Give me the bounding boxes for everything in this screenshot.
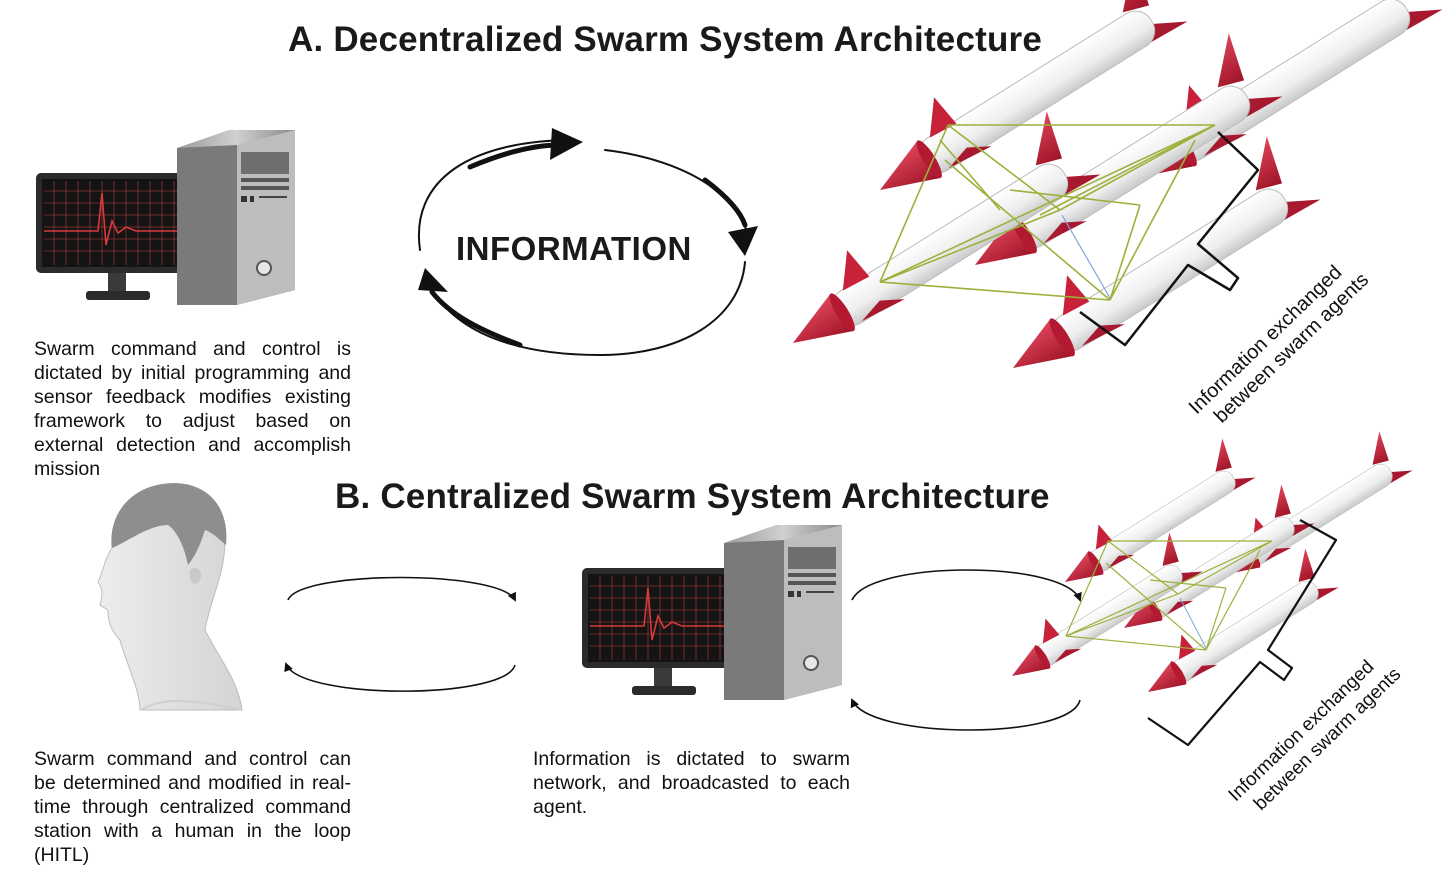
swarm-link-blue-a <box>1061 214 1111 299</box>
arrow-human-to-station <box>287 576 516 602</box>
monitor-a <box>35 172 202 301</box>
missile-swarm-b <box>991 427 1414 704</box>
section-a-title: A. Decentralized Swarm System Architectu… <box>288 20 1043 59</box>
tower-pc-b <box>723 524 843 701</box>
arrowhead-top <box>550 128 583 160</box>
human-head-profile <box>97 483 243 711</box>
monitor-b <box>581 567 748 696</box>
bracket-b <box>1147 519 1338 747</box>
station-description: Information is dictated to swarm network… <box>533 748 850 818</box>
swarm-links-b <box>1065 540 1273 651</box>
hitl-description: Swarm command and control can be determi… <box>34 748 351 866</box>
swarm-links-a <box>879 124 1216 301</box>
information-loop-a <box>417 139 749 357</box>
information-label: INFORMATION <box>456 230 692 267</box>
section-b-title: B. Centralized Swarm System Architecture <box>335 477 1050 516</box>
tower-pc-a <box>176 129 296 306</box>
decentralized-description: Swarm command and control is dictated by… <box>34 338 351 480</box>
arrowhead-left <box>418 268 448 292</box>
arrow-station-to-human <box>284 662 516 692</box>
arrow-station-to-swarm <box>851 569 1082 602</box>
bracket-a <box>1079 131 1260 347</box>
arrow-swarm-to-station <box>850 698 1081 731</box>
swarm-link-blue-b <box>1179 597 1207 649</box>
arrowhead-right <box>728 226 758 256</box>
